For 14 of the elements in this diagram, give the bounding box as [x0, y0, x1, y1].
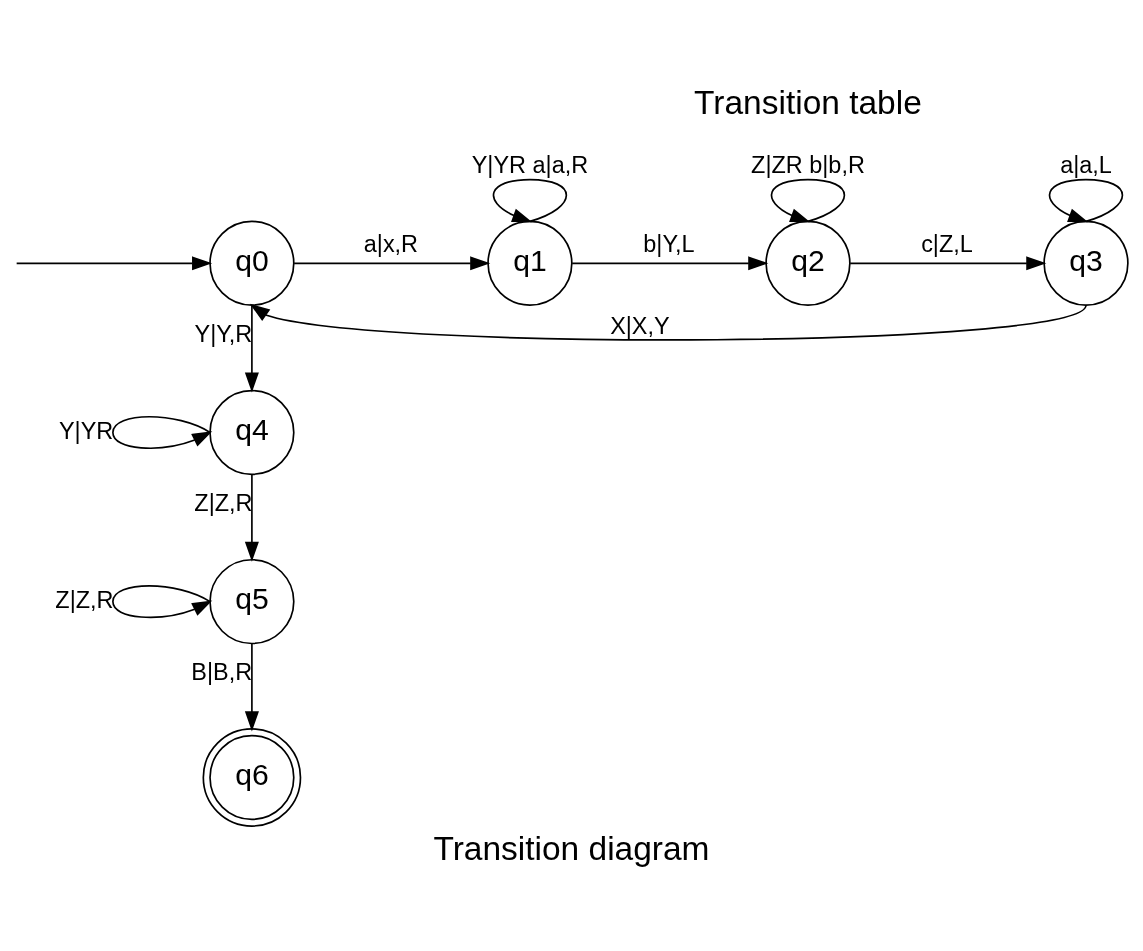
edge-label: Y|YR a|a,R — [471, 151, 589, 178]
caption: Transition diagram — [433, 829, 710, 867]
edge-label: c|Z,L — [921, 230, 973, 257]
edge-label: Z|Z,R — [194, 489, 253, 516]
edge-label: Y|YR — [58, 417, 114, 444]
label: Transition table — [694, 83, 922, 121]
edge-label: b|Y,L — [643, 230, 695, 257]
edge-label: a|x,R — [363, 230, 419, 257]
edge-label: Z|ZR b|b,R — [751, 151, 865, 178]
edge-label: a|a,L — [1060, 151, 1112, 178]
edge-label: X|X,Y — [610, 312, 670, 339]
edge-label: Z|Z,R — [55, 586, 114, 613]
edge-label: B|B,R — [191, 658, 253, 685]
edge-label: Y|Y,R — [194, 320, 253, 347]
